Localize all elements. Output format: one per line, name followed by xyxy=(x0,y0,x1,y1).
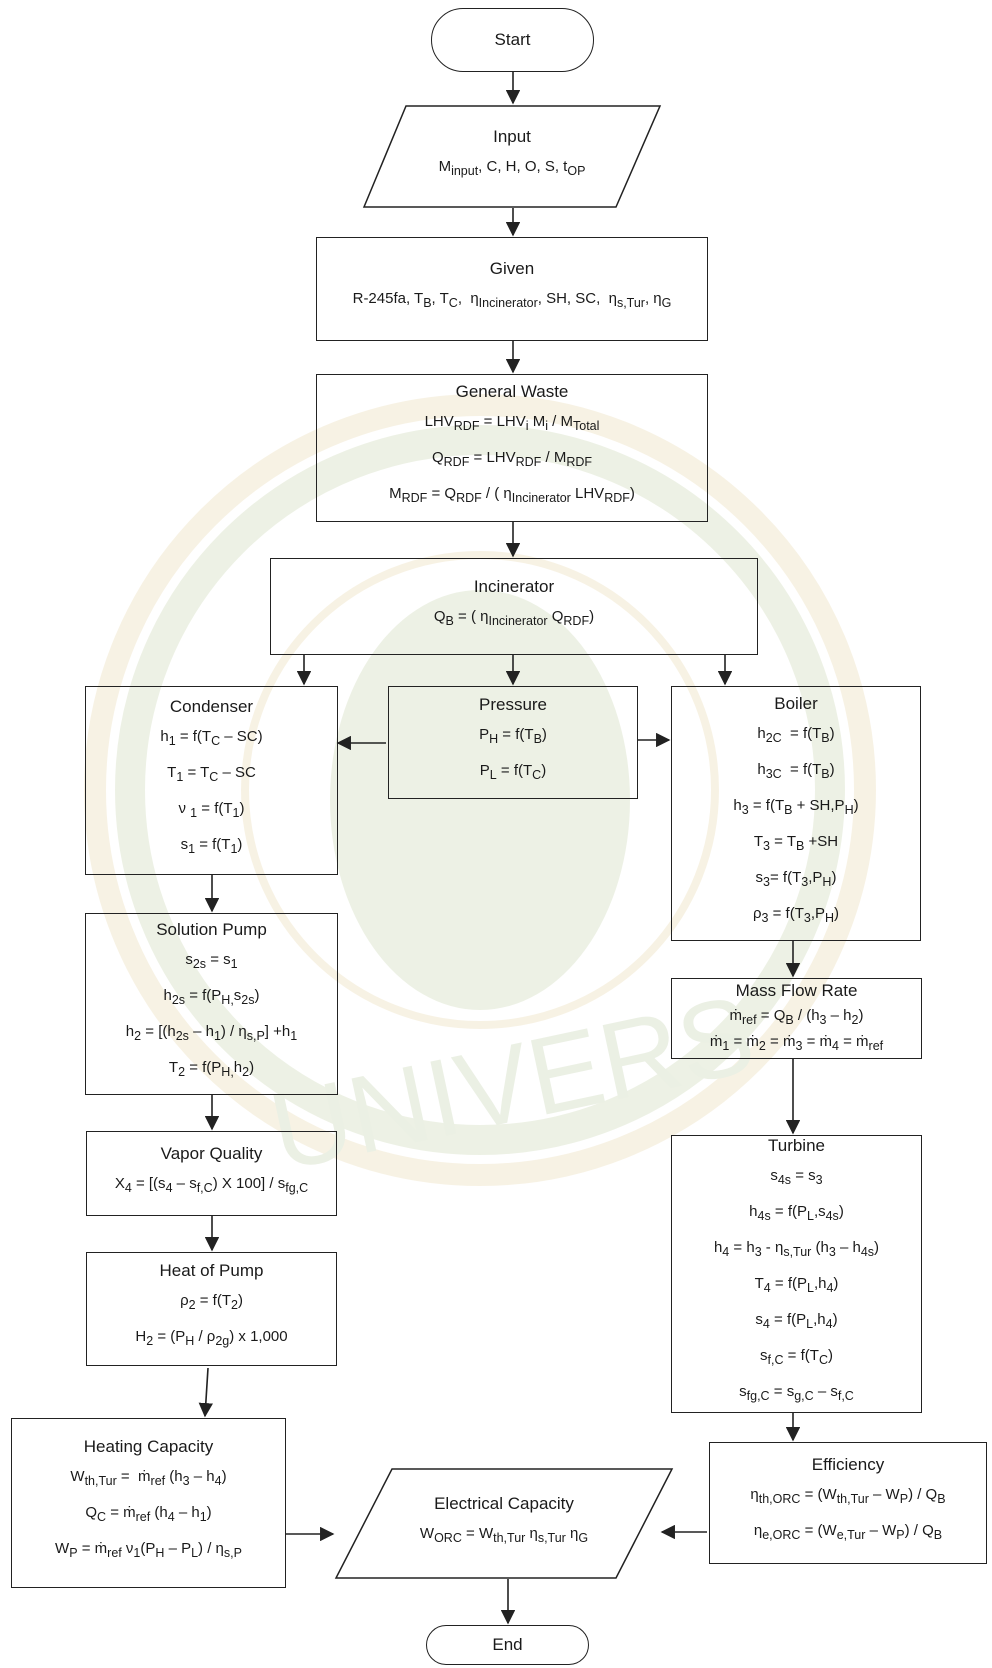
condenser-line: ν 1 = f(T1) xyxy=(178,799,245,820)
heat-of-pump-title: Heat of Pump xyxy=(159,1261,264,1280)
condenser-title: Condenser xyxy=(169,696,254,716)
boiler-line: h2C = f(TB) xyxy=(757,724,835,745)
pressure-line: PH = f(TB) xyxy=(479,725,547,746)
solution-pump-line: h2s = f(PH,s2s) xyxy=(163,987,260,1007)
turbine-title: Turbine xyxy=(767,1136,825,1155)
general-waste-line: QRDF = LHVRDF / MRDF xyxy=(431,449,593,469)
pressure-title: Pressure xyxy=(478,694,548,714)
solution-pump-line: h2 = [(h2s – h1) / ηs,P] +h1 xyxy=(125,1023,298,1043)
mass-flow-box: Mass Flow Rate ṁref = QB / (h3 – h2) ṁ1 … xyxy=(671,978,922,1059)
boiler-box: Boiler h2C = f(TB) h3C = f(TB) h3 = f(TB… xyxy=(671,686,921,941)
boiler-line: T3 = TB +SH xyxy=(753,832,839,853)
heating-capacity-box: Heating Capacity Wth,Tur = ṁref (h3 – h4… xyxy=(11,1418,286,1588)
vapor-quality-title: Vapor Quality xyxy=(160,1143,263,1163)
electrical-capacity-shape xyxy=(334,1468,674,1579)
solution-pump-line: s2s = s1 xyxy=(185,951,238,971)
condenser-box: Condenser h1 = f(TC – SC) T1 = TC – SC ν… xyxy=(85,686,338,875)
heating-capacity-title: Heating Capacity xyxy=(83,1437,214,1456)
efficiency-title: Efficiency xyxy=(811,1455,885,1474)
boiler-line: ρ3 = f(T3,PH) xyxy=(752,904,840,925)
turbine-box: Turbine s4s = s3 h4s = f(PL,s4s) h4 = h3… xyxy=(671,1135,922,1413)
solution-pump-title: Solution Pump xyxy=(156,920,267,939)
general-waste-line: MRDF = QRDF / ( ηIncinerator LHVRDF) xyxy=(389,485,635,505)
turbine-line: sfg,C = sg,C – sf,C xyxy=(739,1383,854,1403)
condenser-line: h1 = f(TC – SC) xyxy=(160,727,263,748)
turbine-line: sf,C = f(TC) xyxy=(760,1347,833,1367)
efficiency-box: Efficiency ηth,ORC = (Wth,Tur – WP) / QB… xyxy=(709,1442,987,1564)
electrical-capacity-title: Electrical Capacity xyxy=(434,1493,574,1513)
given-line: R-245fa, TB, TC, ηIncinerator, SH, SC, η… xyxy=(352,290,672,310)
start-label: Start xyxy=(494,30,531,49)
incinerator-line: QB = ( ηIncinerator QRDF) xyxy=(433,607,595,628)
boiler-line: h3C = f(TB) xyxy=(757,760,835,781)
electrical-capacity-line: WORC = Wth,Tur ηs,Tur ηG xyxy=(419,1524,589,1545)
condenser-line: s1 = f(T1) xyxy=(180,835,243,856)
incinerator-title: Incinerator xyxy=(473,576,555,596)
solution-pump-box: Solution Pump s2s = s1 h2s = f(PH,s2s) h… xyxy=(85,913,338,1095)
end-terminal: End xyxy=(426,1625,589,1665)
heat-of-pump-line: H2 = (PH / ρ2g) x 1,000 xyxy=(135,1328,288,1348)
turbine-line: s4s = s3 xyxy=(770,1167,823,1187)
general-waste-title: General Waste xyxy=(455,382,569,401)
arrow-heatpump-heating xyxy=(198,1367,213,1418)
turbine-line: h4s = f(PL,s4s) xyxy=(749,1203,844,1223)
boiler-title: Boiler xyxy=(774,693,818,713)
vapor-quality-line: X4 = [(s4 – sf,C) X 100] / sfg,C xyxy=(114,1174,309,1195)
turbine-line: s4 = f(PL,h4) xyxy=(755,1311,838,1331)
pressure-line: PL = f(TC) xyxy=(479,761,547,782)
efficiency-line: ηth,ORC = (Wth,Tur – WP) / QB xyxy=(750,1486,946,1506)
input-node: Input Minput, C, H, O, S, tOP xyxy=(390,105,634,208)
efficiency-line: ηe,ORC = (We,Tur – WP) / QB xyxy=(753,1522,943,1542)
solution-pump-line: T2 = f(PH,h2) xyxy=(168,1059,255,1079)
heating-capacity-line: WP = ṁref ν1(PH – PL) / ηs,P xyxy=(55,1540,242,1560)
mass-flow-line: ṁref = QB / (h3 – h2) xyxy=(729,1006,864,1027)
turbine-line: h4 = h3 - ηs,Tur (h3 – h4s) xyxy=(713,1239,880,1259)
general-waste-line: LHVRDF = LHVi Mi / MTotal xyxy=(424,413,600,433)
start-terminal: Start xyxy=(431,8,594,72)
heat-of-pump-line: ρ2 = f(T2) xyxy=(180,1292,243,1312)
incinerator-box: Incinerator QB = ( ηIncinerator QRDF) xyxy=(270,558,758,655)
general-waste-box: General Waste LHVRDF = LHVi Mi / MTotal … xyxy=(316,374,708,522)
end-label: End xyxy=(492,1635,523,1654)
condenser-line: T1 = TC – SC xyxy=(167,763,256,784)
heat-of-pump-box: Heat of Pump ρ2 = f(T2) H2 = (PH / ρ2g) … xyxy=(86,1252,337,1366)
electrical-capacity-node: Electrical Capacity WORC = Wth,Tur ηs,Tu… xyxy=(372,1468,636,1579)
turbine-line: T4 = f(PL,h4) xyxy=(754,1275,839,1295)
boiler-line: s3= f(T3,PH) xyxy=(755,868,837,889)
heating-capacity-line: QC = ṁref (h4 – h1) xyxy=(85,1504,212,1524)
mass-flow-line: ṁ1 = ṁ2 = ṁ3 = ṁ4 = ṁref xyxy=(709,1032,884,1053)
heating-capacity-line: Wth,Tur = ṁref (h3 – h4) xyxy=(70,1468,227,1488)
given-box: Given R-245fa, TB, TC, ηIncinerator, SH,… xyxy=(316,237,708,341)
input-line: Minput, C, H, O, S, tOP xyxy=(438,157,586,178)
boiler-line: h3 = f(TB + SH,PH) xyxy=(733,796,859,817)
pressure-box: Pressure PH = f(TB) PL = f(TC) xyxy=(388,686,638,799)
given-title: Given xyxy=(489,259,535,278)
input-title: Input xyxy=(493,126,531,146)
input-shape xyxy=(362,105,662,208)
vapor-quality-box: Vapor Quality X4 = [(s4 – sf,C) X 100] /… xyxy=(86,1131,337,1216)
mass-flow-title: Mass Flow Rate xyxy=(735,980,858,1000)
